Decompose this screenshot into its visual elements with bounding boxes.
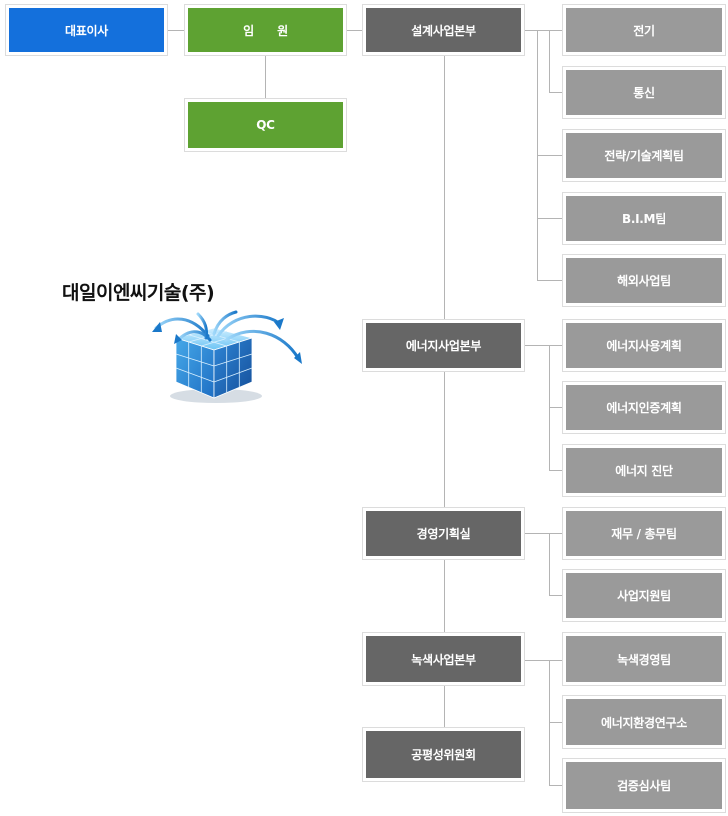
executives-box: 임 원 (184, 4, 347, 56)
team-energy-env-lab: 에너지환경연구소 (562, 695, 726, 749)
division-label: 설계사업본부 (366, 8, 521, 52)
team-green-management: 녹색경영팀 (562, 632, 726, 686)
executives-label: 임 원 (188, 8, 343, 52)
team-overseas: 해외사업팀 (562, 254, 726, 307)
ceo-box: 대표이사 (5, 4, 168, 56)
company-name: 대일이엔씨기술(주) (62, 282, 215, 304)
division-design: 설계사업본부 (362, 4, 525, 56)
team-electric: 전기 (562, 4, 726, 56)
team-label: 전기 (566, 8, 722, 52)
connector-team-tongsin (549, 92, 562, 93)
team-label: 에너지 진단 (566, 448, 722, 493)
connector-division-spine (444, 56, 445, 730)
team-label: 검증심사팀 (566, 762, 722, 809)
ceo-label: 대표이사 (9, 8, 164, 52)
division-energy: 에너지사업본부 (362, 319, 525, 372)
connector-mgmt-teams (524, 533, 562, 534)
connector-executives-division (347, 30, 362, 31)
connector-team-overseas (537, 280, 562, 281)
division-label: 공평성위원회 (366, 731, 521, 778)
division-fairness-committee: 공평성위원회 (362, 727, 525, 782)
team-label: 녹색경영팀 (566, 636, 722, 682)
team-business-support: 사업지원팀 (562, 569, 726, 622)
connector-mgmt-spine (549, 533, 550, 595)
qc-label: QC (188, 102, 343, 148)
team-energy-plan: 에너지사용계획 (562, 319, 726, 372)
company-logo-cube (152, 310, 302, 403)
team-label: 재무 / 총무팀 (566, 511, 722, 556)
connector-team-bim (537, 218, 562, 219)
team-label: B.I.M팀 (566, 196, 722, 241)
connector-team-support (549, 595, 562, 596)
connector-energy-teams (524, 345, 562, 346)
team-verification: 검증심사팀 (562, 758, 726, 813)
team-label: 해외사업팀 (566, 258, 722, 303)
connector-ceo-executives (167, 30, 184, 31)
division-green: 녹색사업본부 (362, 632, 525, 686)
team-label: 통신 (566, 70, 722, 115)
division-label: 경영기획실 (366, 511, 521, 556)
connector-green-teams (524, 660, 562, 661)
division-management: 경영기획실 (362, 507, 525, 560)
team-strategy: 전략/기술계획팀 (562, 129, 726, 182)
connector-team-green-lab (549, 722, 562, 723)
team-label: 에너지사용계획 (566, 323, 722, 368)
connector-team-energy-diag (549, 470, 562, 471)
qc-box: QC (184, 98, 347, 152)
connector-team-verify (549, 785, 562, 786)
team-label: 전략/기술계획팀 (566, 133, 722, 178)
team-energy-cert: 에너지인증계획 (562, 381, 726, 434)
connector-design-teams (524, 30, 562, 31)
team-label: 사업지원팀 (566, 573, 722, 618)
team-label: 에너지인증계획 (566, 385, 722, 430)
connector-team-energy-cert (549, 407, 562, 408)
connector-design-sub (549, 30, 550, 92)
connector-executives-qc (265, 56, 266, 98)
division-label: 에너지사업본부 (366, 323, 521, 368)
team-telecom: 통신 (562, 66, 726, 119)
team-finance: 재무 / 총무팀 (562, 507, 726, 560)
team-bim: B.I.M팀 (562, 192, 726, 245)
team-energy-diagnosis: 에너지 진단 (562, 444, 726, 497)
team-label: 에너지환경연구소 (566, 699, 722, 745)
division-label: 녹색사업본부 (366, 636, 521, 682)
connector-team-strategy (537, 155, 562, 156)
